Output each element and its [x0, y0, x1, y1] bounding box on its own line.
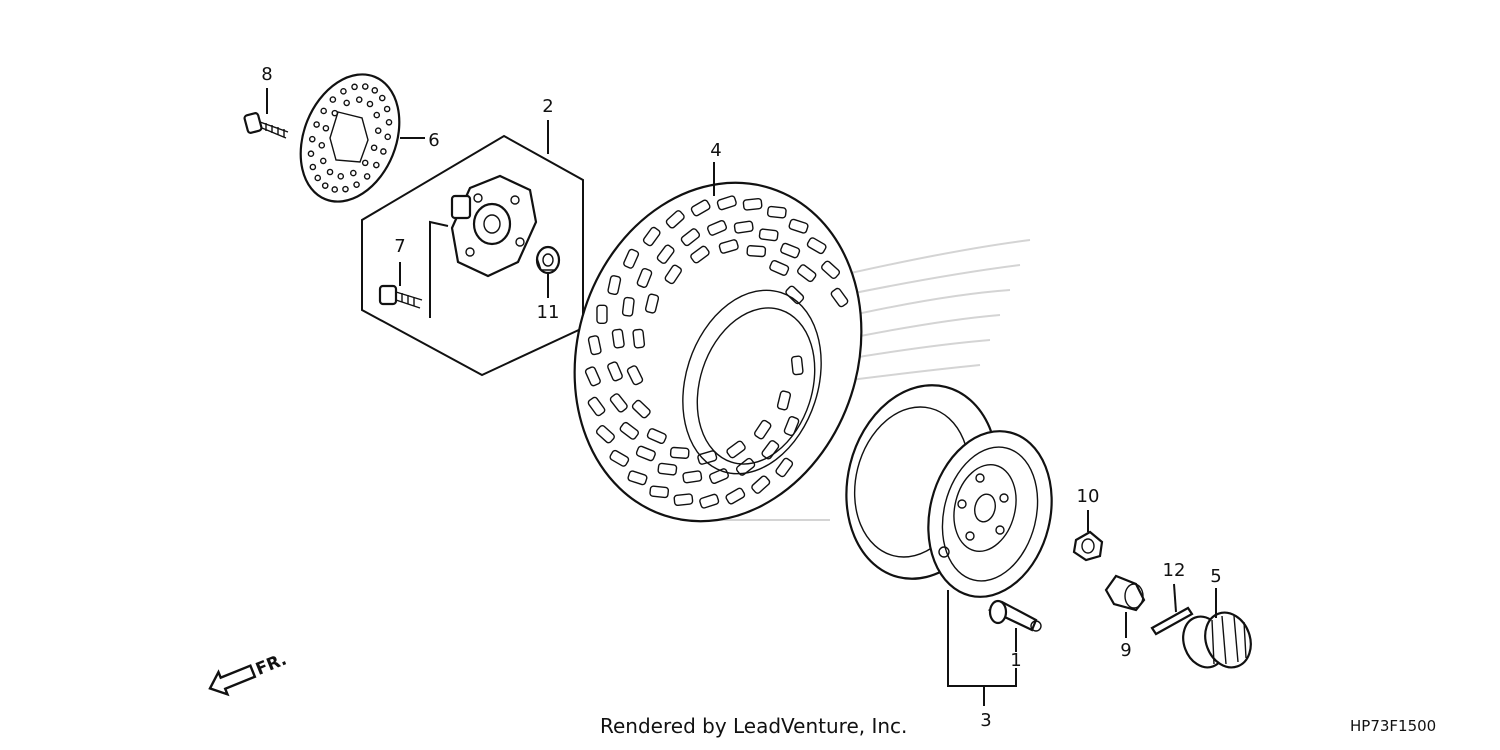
hub-assembly-outline	[361, 134, 584, 377]
front-direction-arrow: FR.	[208, 650, 290, 697]
callout-6: 6	[428, 130, 439, 151]
callout-3: 3	[980, 710, 991, 731]
front-direction-label: FR.	[253, 650, 290, 680]
wheel-hub[interactable]	[450, 174, 538, 278]
wheel-rim[interactable]	[826, 369, 1068, 610]
wheel-nut[interactable]	[1104, 574, 1146, 612]
hub-bolt[interactable]	[378, 284, 423, 309]
axle-nut-small[interactable]	[1072, 530, 1104, 562]
callout-1: 1	[1010, 650, 1021, 671]
hub-nut[interactable]	[535, 245, 561, 275]
tire[interactable]	[532, 145, 905, 559]
bracket-line-7	[429, 220, 449, 318]
callout-8: 8	[261, 64, 272, 85]
callout-10: 10	[1077, 486, 1100, 507]
diagram-code: HP73F1500	[1350, 717, 1436, 735]
disc-bolt[interactable]	[243, 112, 289, 139]
callout-5: 5	[1210, 566, 1221, 587]
callout-4: 4	[710, 140, 721, 161]
callout-11: 11	[537, 302, 560, 323]
cotter-pin[interactable]	[1150, 606, 1194, 636]
valve-stem[interactable]	[987, 599, 1042, 632]
castle-nut[interactable]	[1176, 606, 1258, 674]
callout-9: 9	[1120, 640, 1131, 661]
tire-tread-lugs	[584, 195, 849, 509]
callout-7: 7	[394, 236, 405, 257]
brake-disc[interactable]	[283, 60, 418, 217]
render-credit: Rendered by LeadVenture, Inc.	[600, 714, 907, 738]
callout-12: 12	[1163, 560, 1186, 581]
disc-holes	[307, 83, 393, 193]
callout-2: 2	[542, 96, 553, 117]
leader-lines	[266, 88, 1217, 706]
